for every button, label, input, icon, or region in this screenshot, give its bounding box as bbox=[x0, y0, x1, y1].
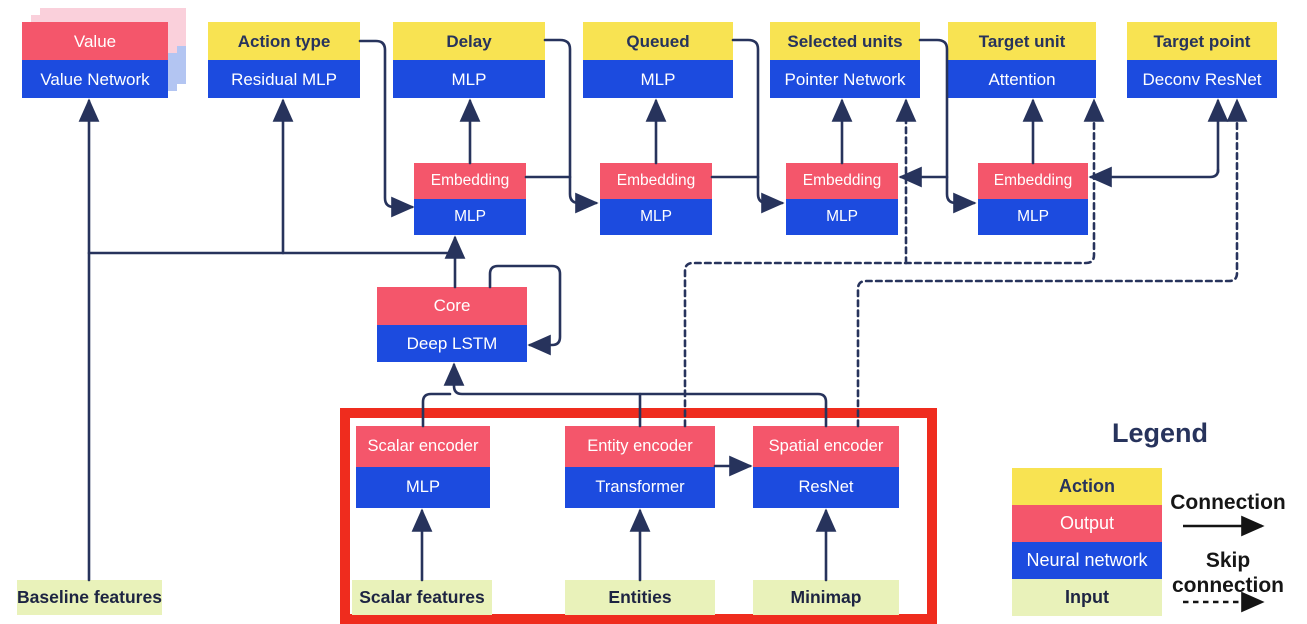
input-baseline-features: Baseline features bbox=[17, 580, 162, 615]
embedding-1-label: Embedding bbox=[414, 163, 526, 199]
target-unit-network-label: Attention bbox=[948, 60, 1096, 98]
entity-encoder-network-label: Transformer bbox=[565, 467, 715, 508]
target-point-label: Target point bbox=[1127, 22, 1277, 60]
edge-delay-to-embedding2 bbox=[543, 38, 599, 214]
selected-units-label: Selected units bbox=[770, 22, 920, 60]
block-core: Core Deep LSTM bbox=[377, 287, 527, 362]
delay-label: Delay bbox=[393, 22, 545, 60]
block-selected-units: Selected units Pointer Network bbox=[770, 22, 920, 98]
block-delay: Delay MLP bbox=[393, 22, 545, 98]
legend-arrows bbox=[1183, 515, 1265, 613]
legend-skip-line2: connection bbox=[1171, 574, 1284, 597]
block-embedding-3: Embedding MLP bbox=[786, 163, 898, 235]
legend-skip-connection-label: Skip connection bbox=[1166, 548, 1290, 598]
legend-skip-line1: Skip bbox=[1205, 549, 1251, 572]
edge-action-type-to-embedding1 bbox=[358, 39, 415, 218]
block-spatial-encoder: Spatial encoder ResNet bbox=[753, 426, 899, 508]
target-point-network-label: Deconv ResNet bbox=[1127, 60, 1277, 98]
skip-connections bbox=[683, 98, 1248, 428]
target-unit-label: Target unit bbox=[948, 22, 1096, 60]
block-embedding-2: Embedding MLP bbox=[600, 163, 712, 235]
embedding-1-mlp-label: MLP bbox=[414, 199, 526, 235]
embedding-3-label: Embedding bbox=[786, 163, 898, 199]
embedding-2-label: Embedding bbox=[600, 163, 712, 199]
block-embedding-1: Embedding MLP bbox=[414, 163, 526, 235]
embedding-3-mlp-label: MLP bbox=[786, 199, 898, 235]
spatial-encoder-network-label: ResNet bbox=[753, 467, 899, 508]
block-action-type: Action type Residual MLP bbox=[208, 22, 360, 98]
solid-connections bbox=[78, 38, 1229, 582]
core-label: Core bbox=[377, 287, 527, 325]
entity-encoder-label: Entity encoder bbox=[565, 426, 715, 467]
action-type-label: Action type bbox=[208, 22, 360, 60]
input-scalar-features: Scalar features bbox=[352, 580, 492, 615]
skip-spatial-to-deconv-resnet bbox=[856, 98, 1248, 428]
edge-target-point-l-line-left bbox=[1088, 166, 1220, 188]
legend-item-output: Output bbox=[1012, 505, 1162, 542]
edge-scalar-out bbox=[421, 392, 452, 428]
edge-queued-to-embedding3 bbox=[731, 38, 785, 214]
block-value: Value Value Network bbox=[22, 22, 168, 98]
legend-item-input: Input bbox=[1012, 579, 1162, 616]
block-entity-encoder: Entity encoder Transformer bbox=[565, 426, 715, 508]
scalar-encoder-label: Scalar encoder bbox=[356, 426, 490, 467]
action-type-network-label: Residual MLP bbox=[208, 60, 360, 98]
spatial-encoder-label: Spatial encoder bbox=[753, 426, 899, 467]
highlight-box bbox=[340, 408, 937, 624]
selected-units-network-label: Pointer Network bbox=[770, 60, 920, 98]
legend-connection-label: Connection bbox=[1170, 491, 1286, 514]
queued-label: Queued bbox=[583, 22, 733, 60]
block-scalar-encoder: Scalar encoder MLP bbox=[356, 426, 490, 508]
block-embedding-4: Embedding MLP bbox=[978, 163, 1088, 235]
block-queued: Queued MLP bbox=[583, 22, 733, 98]
embedding-4-label: Embedding bbox=[978, 163, 1088, 199]
legend-item-neural-network: Neural network bbox=[1012, 542, 1162, 579]
input-entities: Entities bbox=[565, 580, 715, 615]
input-minimap: Minimap bbox=[753, 580, 899, 615]
embedding-4-mlp-label: MLP bbox=[978, 199, 1088, 235]
core-lstm-label: Deep LSTM bbox=[377, 324, 527, 362]
block-target-unit: Target unit Attention bbox=[948, 22, 1096, 98]
edge-selected-units-down bbox=[918, 38, 977, 214]
block-target-point: Target point Deconv ResNet bbox=[1127, 22, 1277, 98]
scalar-encoder-network-label: MLP bbox=[356, 467, 490, 508]
embedding-2-mlp-label: MLP bbox=[600, 199, 712, 235]
legend-title: Legend bbox=[1111, 418, 1208, 448]
legend-item-action: Action bbox=[1012, 468, 1162, 505]
value-network-label: Value Network bbox=[22, 60, 168, 98]
value-output-label: Value bbox=[22, 22, 168, 60]
delay-network-label: MLP bbox=[393, 60, 545, 98]
queued-network-label: MLP bbox=[583, 60, 733, 98]
edge-core-self-loop bbox=[488, 264, 562, 356]
skip-entity-to-attention bbox=[683, 98, 1105, 428]
